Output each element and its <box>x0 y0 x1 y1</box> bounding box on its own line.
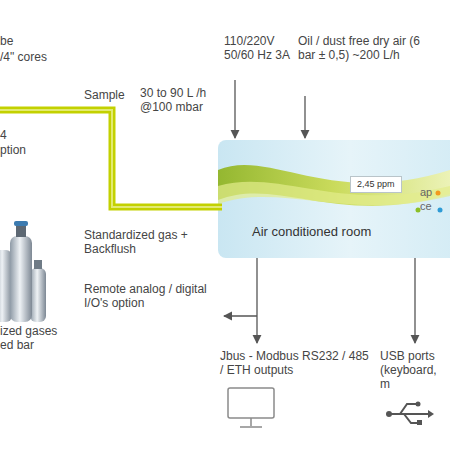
label-slot: ce <box>420 199 440 213</box>
wave-band <box>218 165 450 206</box>
gas-bottle <box>10 236 32 322</box>
logo-dot <box>438 208 443 213</box>
usb-dot <box>416 402 421 407</box>
cut-text: be <box>0 34 40 48</box>
label-slot: Standardized gas + Backflush <box>84 228 196 256</box>
logo-dot <box>416 208 421 213</box>
flow-note: 30 to 90 L /h @100 mbar <box>140 86 226 114</box>
ppm-display: 2,45 ppm <box>350 176 402 193</box>
wave-highlight <box>218 182 450 205</box>
io-note: Remote analog / digital I/O's option <box>84 282 224 310</box>
output-arrow <box>256 258 257 343</box>
usb-icon <box>390 404 428 423</box>
analyzer-cabinet: 2,45 ppmAir conditioned room <box>218 140 450 258</box>
bottle-cap <box>14 221 28 226</box>
sample-line <box>0 110 222 207</box>
logo-dot <box>436 191 441 196</box>
usb-tip <box>428 410 434 418</box>
label-slot: ap <box>420 185 440 199</box>
label-slot: 110/220V 50/60 Hz 3A <box>224 34 302 62</box>
label-slot: ption <box>0 143 50 157</box>
label-slot: Oil / dust free dry air (6 bar ± 0,5) ~2… <box>298 34 438 62</box>
logo-text: ap <box>420 185 440 199</box>
label-slot: be <box>0 34 40 48</box>
power-arrow <box>234 80 235 138</box>
label-slot: 30 to 90 L /h @100 mbar <box>140 86 226 114</box>
label-slot: 4 <box>0 128 20 142</box>
label-slot: ized gases ed bar <box>0 324 64 352</box>
cabinet-panel <box>218 140 450 258</box>
usb-branch <box>404 414 418 423</box>
output-note: Jbus - Modbus RS232 / 485 / ETH outputs <box>220 349 370 377</box>
usb-branch <box>400 404 416 414</box>
usb-square <box>417 420 422 425</box>
monitor-base <box>240 426 262 428</box>
sample-line-highlight <box>0 110 222 207</box>
cut-text: ized gases ed bar <box>0 324 64 352</box>
gas-note: Standardized gas + Backflush <box>84 228 196 256</box>
bottle-valve <box>16 226 26 237</box>
cut-text: 4 <box>0 128 20 142</box>
monitor-icon <box>228 388 274 418</box>
label-slot: USB ports (keyboard, m <box>380 349 450 391</box>
air-note: Oil / dust free dry air (6 bar ± 0,5) ~2… <box>298 34 438 62</box>
usb-trunk <box>390 413 428 415</box>
usb-note: USB ports (keyboard, m <box>380 349 450 391</box>
usb-arrow <box>414 258 415 343</box>
label-slot: Sample <box>84 88 144 102</box>
usb-dot <box>386 411 392 417</box>
power-note: 110/220V 50/60 Hz 3A <box>224 34 302 62</box>
cut-text: ption <box>0 143 50 157</box>
ppm-reading: 2,45 ppm <box>357 179 395 190</box>
label-slot: Remote analog / digital I/O's option <box>84 282 224 310</box>
line-label: Sample <box>84 88 144 102</box>
cut-text: /4" cores <box>0 50 80 64</box>
io-arrow <box>224 315 257 316</box>
room-caption: Air conditioned room <box>252 224 450 240</box>
logo-text: ce <box>420 199 440 213</box>
bottle-valve <box>34 260 42 269</box>
air-arrow <box>304 96 305 138</box>
monitor-stand <box>250 418 252 426</box>
label-slot: Jbus - Modbus RS232 / 485 / ETH outputs <box>220 349 370 377</box>
gas-bottle <box>30 268 46 322</box>
label-slot: /4" cores <box>0 50 80 64</box>
